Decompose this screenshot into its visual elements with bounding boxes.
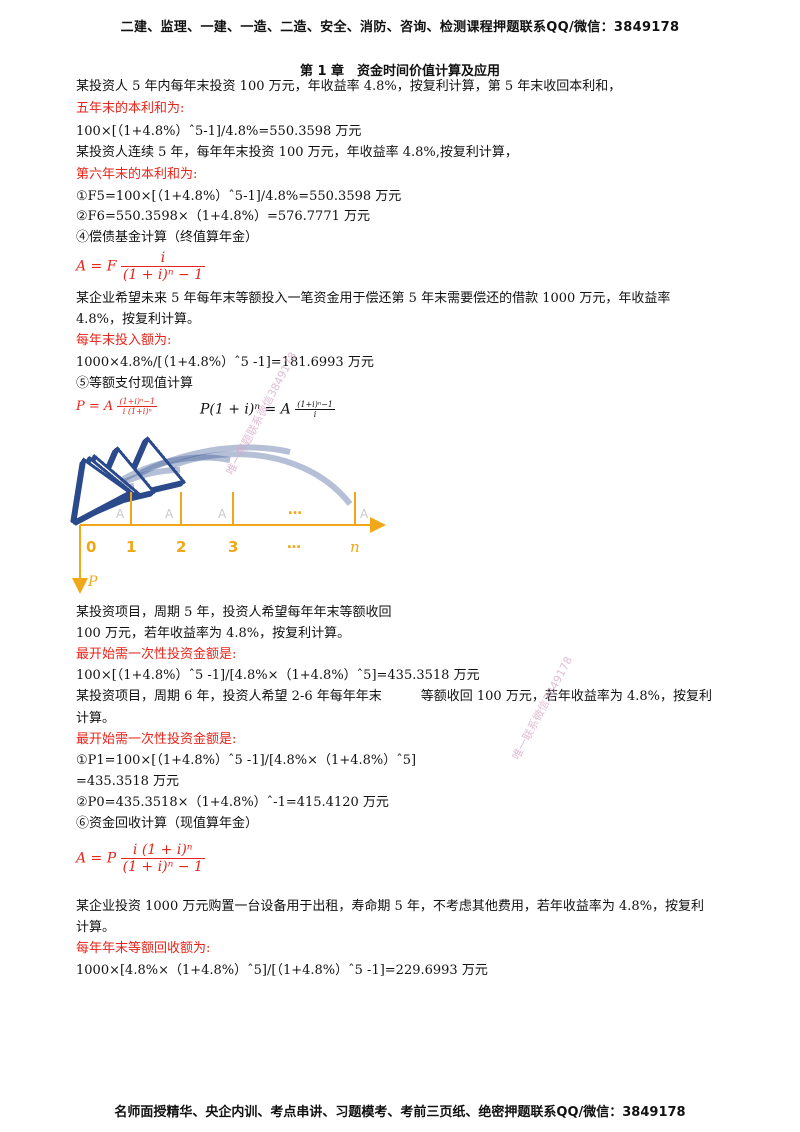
capital-recovery-formula: A = P i (1 + i)ⁿ (1 + i)ⁿ − 1 xyxy=(76,842,205,875)
discount-arrow xyxy=(86,457,231,510)
result-heading: 五年末的本利和为: xyxy=(76,101,185,116)
calc-line: ②F6=550.3598×（1+4.8%）=576.7771 万元 xyxy=(76,209,371,224)
formula-denominator: (1 + i)ⁿ − 1 xyxy=(122,859,203,875)
formula-lhs: P(1 + i)ⁿ = A xyxy=(200,401,291,418)
page-header: 二建、监理、一建、一造、二造、安全、消防、咨询、检测课程押题联系QQ/微信：38… xyxy=(120,20,680,35)
present-value-formula: P = A (1+i)ⁿ−1 i (1+i)ⁿ xyxy=(76,397,158,416)
a-label: A xyxy=(360,507,369,521)
tick-label: 0 xyxy=(86,538,96,556)
result-heading: 第六年末的本利和为: xyxy=(76,167,198,182)
formula-numerator: (1+i)ⁿ−1 xyxy=(117,397,158,407)
calc-line: ②P0=435.3518×（1+4.8%）ˆ-1=415.4120 万元 xyxy=(76,795,389,810)
sinking-fund-formula: A = F i (1 + i)ⁿ − 1 xyxy=(76,250,206,283)
result-heading: 最开始需一次性投资金额是: xyxy=(76,647,237,662)
result-heading: 最开始需一次性投资金额是: xyxy=(76,732,237,747)
a-label: A xyxy=(218,507,227,521)
paragraph-line: 100 万元，若年收益率为 4.8%，按复利计算。 xyxy=(76,626,351,641)
section-heading: ⑤等额支付现值计算 xyxy=(76,376,194,391)
cash-flow-diagram: A A A A … 0 1 2 3 … n P xyxy=(70,430,386,594)
calc-line: 100×[（1+4.8%）ˆ5 -1]/[4.8%×（1+4.8%）ˆ5]=43… xyxy=(76,668,480,683)
a-label: A xyxy=(165,507,174,521)
tick-label: … xyxy=(287,536,301,552)
tick-label: n xyxy=(350,538,360,556)
tick-label: 1 xyxy=(126,538,136,556)
formula-denominator: i (1+i)ⁿ xyxy=(122,407,152,416)
formula-numerator: (1+i)ⁿ−1 xyxy=(295,400,335,410)
result-heading: 每年年末等额回收额为: xyxy=(76,941,211,956)
calc-line: ①F5=100×[（1+4.8%）ˆ5-1]/4.8%=550.3598 万元 xyxy=(76,189,402,204)
calc-line: =435.3518 万元 xyxy=(76,774,180,789)
formula-lhs: P = A xyxy=(76,399,114,414)
watermark: 唯一联系微信3849178 xyxy=(509,654,576,763)
formula-denominator: (1 + i)ⁿ − 1 xyxy=(122,267,204,283)
chapter-title: 第 1 章 资金时间价值计算及应用 xyxy=(299,64,501,79)
tick-label: 3 xyxy=(228,538,238,556)
calc-line: 1000×[4.8%×（1+4.8%）ˆ5]/[（1+4.8%）ˆ5 -1]=2… xyxy=(76,963,488,978)
section-heading: ⑥资金回收计算（现值算年金） xyxy=(76,816,259,831)
formula-numerator: i xyxy=(120,250,206,267)
formula-lhs: A = P xyxy=(76,850,117,867)
paragraph-line: 某投资项目，周期 6 年，投资人希望 2-6 年每年年末 等额收回 100 万元… xyxy=(76,689,712,704)
p-label: P xyxy=(87,574,98,590)
section-heading: ④偿债基金计算（终值算年金） xyxy=(76,230,259,245)
tick-label: 2 xyxy=(176,538,186,556)
calc-line: 1000×4.8%/[（1+4.8%）ˆ5 -1]=181.6993 万元 xyxy=(76,355,374,370)
calc-line: 100×[（1+4.8%）ˆ5-1]/4.8%=550.3598 万元 xyxy=(76,124,362,139)
paragraph-line: 某投资人 5 年内每年末投资 100 万元，年收益率 4.8%，按复利计算，第 … xyxy=(76,79,622,94)
paragraph-line: 计算。 xyxy=(76,920,116,935)
paragraph-line: 某企业希望未来 5 年每年末等额投入一笔资金用于偿还第 5 年末需要偿还的借款 … xyxy=(76,291,671,306)
formula-denominator: i xyxy=(313,410,317,419)
page-footer: 名师面授精华、央企内训、考点串讲、习题模考、考前三页纸、绝密押题联系QQ/微信：… xyxy=(114,1105,686,1120)
paragraph-line: 某投资人连续 5 年，每年年末投资 100 万元，年收益率 4.8%,按复利计算… xyxy=(76,145,518,160)
discount-arrow xyxy=(80,486,135,514)
calc-line: ①P1=100×[（1+4.8%）ˆ5 -1]/[4.8%×（1+4.8%）ˆ5… xyxy=(76,753,417,768)
paragraph-line: 某企业投资 1000 万元购置一台设备用于出租，寿命期 5 年，不考虑其他费用，… xyxy=(76,899,705,914)
a-label: A xyxy=(116,507,125,521)
formula-lhs: A = F xyxy=(76,258,117,275)
paragraph-line: 4.8%，按复利计算。 xyxy=(76,312,201,327)
paragraph-line: 某投资项目，周期 5 年，投资人希望每年年末等额收回 xyxy=(76,605,392,620)
paragraph-line: 计算。 xyxy=(76,711,116,726)
present-value-formula-2: P(1 + i)ⁿ = A (1+i)ⁿ−1 i xyxy=(200,400,335,419)
formula-numerator: i (1 + i)ⁿ xyxy=(120,842,205,859)
dots-label: … xyxy=(288,502,302,518)
result-heading: 每年末投入额为: xyxy=(76,333,172,348)
